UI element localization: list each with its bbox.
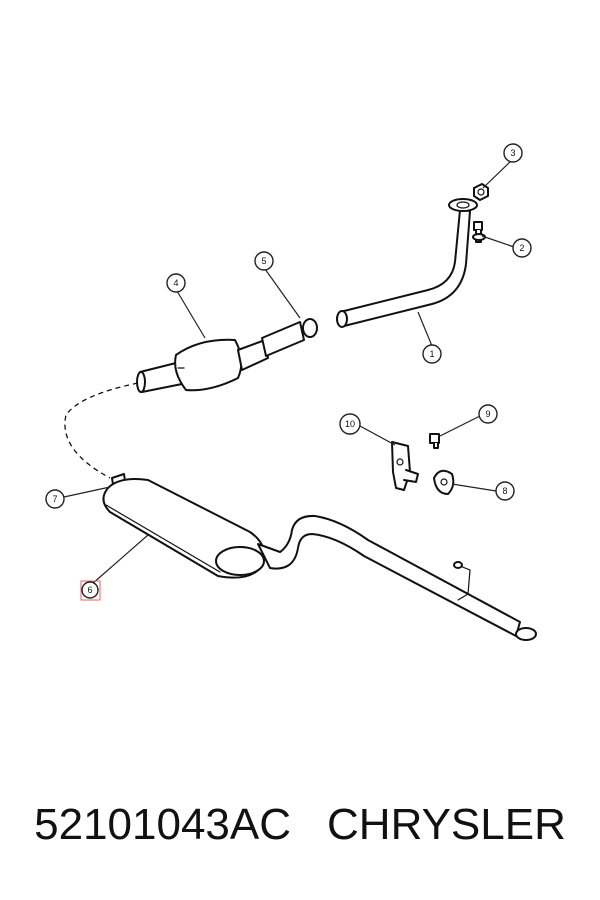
callout-10: 10 [339, 413, 361, 435]
svg-text:2: 2 [519, 243, 524, 253]
svg-text:3: 3 [510, 148, 515, 158]
callout-9: 9 [478, 404, 498, 424]
svg-text:7: 7 [52, 494, 57, 504]
callout-8: 8 [495, 481, 515, 501]
part-muffler [102, 478, 266, 579]
part-catalytic-converter [136, 318, 318, 393]
callout-6[interactable]: 6 [80, 580, 101, 601]
svg-text:6: 6 [87, 585, 92, 595]
callout-6-highlight [80, 580, 101, 601]
callout-5: 5 [254, 251, 274, 271]
part-tail-pipe [257, 514, 537, 641]
part-caption: 52101043AC CHRYSLER [0, 800, 600, 850]
svg-text:8: 8 [502, 486, 507, 496]
svg-text:4: 4 [173, 278, 178, 288]
svg-text:9: 9 [485, 409, 490, 419]
callout-4: 4 [166, 273, 186, 293]
connector-dashed-line [64, 382, 139, 479]
part-hanger-bolt [429, 433, 440, 449]
svg-text:5: 5 [261, 256, 266, 266]
callout-3: 3 [503, 143, 523, 163]
part-number: 52101043AC [34, 800, 292, 849]
callout-2: 2 [512, 238, 532, 258]
callout-7: 7 [45, 489, 65, 509]
callout-1: 1 [422, 344, 442, 364]
part-exhaust-pipe [336, 198, 478, 328]
part-isolator [433, 469, 455, 495]
svg-text:10: 10 [345, 419, 355, 429]
part-bolt [472, 221, 486, 243]
svg-text:1: 1 [429, 349, 434, 359]
part-nut [473, 183, 489, 201]
part-hanger-bracket [391, 441, 419, 491]
brand-name: CHRYSLER [327, 800, 566, 849]
leader-lines [63, 160, 515, 585]
